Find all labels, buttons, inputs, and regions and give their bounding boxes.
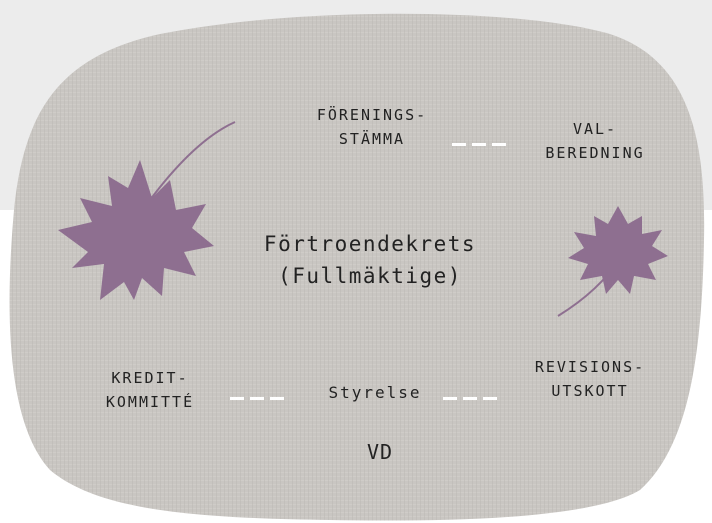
maple-leaf-icon [58,121,236,300]
maple-leaf-icon [557,206,668,317]
styrelse-label: Styrelse [328,383,422,402]
vd-label: VD [366,440,394,464]
fortroendekrets-label: Förtroendekrets (Fullmäktige) [263,232,477,288]
connector-styrelse-revision [443,397,499,400]
kreditkommitte-label: KREDIT- KOMMITTÉ [105,369,195,411]
valberedning-label: VAL- BEREDNING [545,120,645,162]
connector-kredit-styrelse [230,397,290,400]
revisionsutskott-label: REVISIONS- UTSKOTT [534,358,646,400]
connector-stamma-valberedning [452,143,506,146]
foreningsstamma-label: FÖRENINGS- STÄMMA [316,106,428,148]
